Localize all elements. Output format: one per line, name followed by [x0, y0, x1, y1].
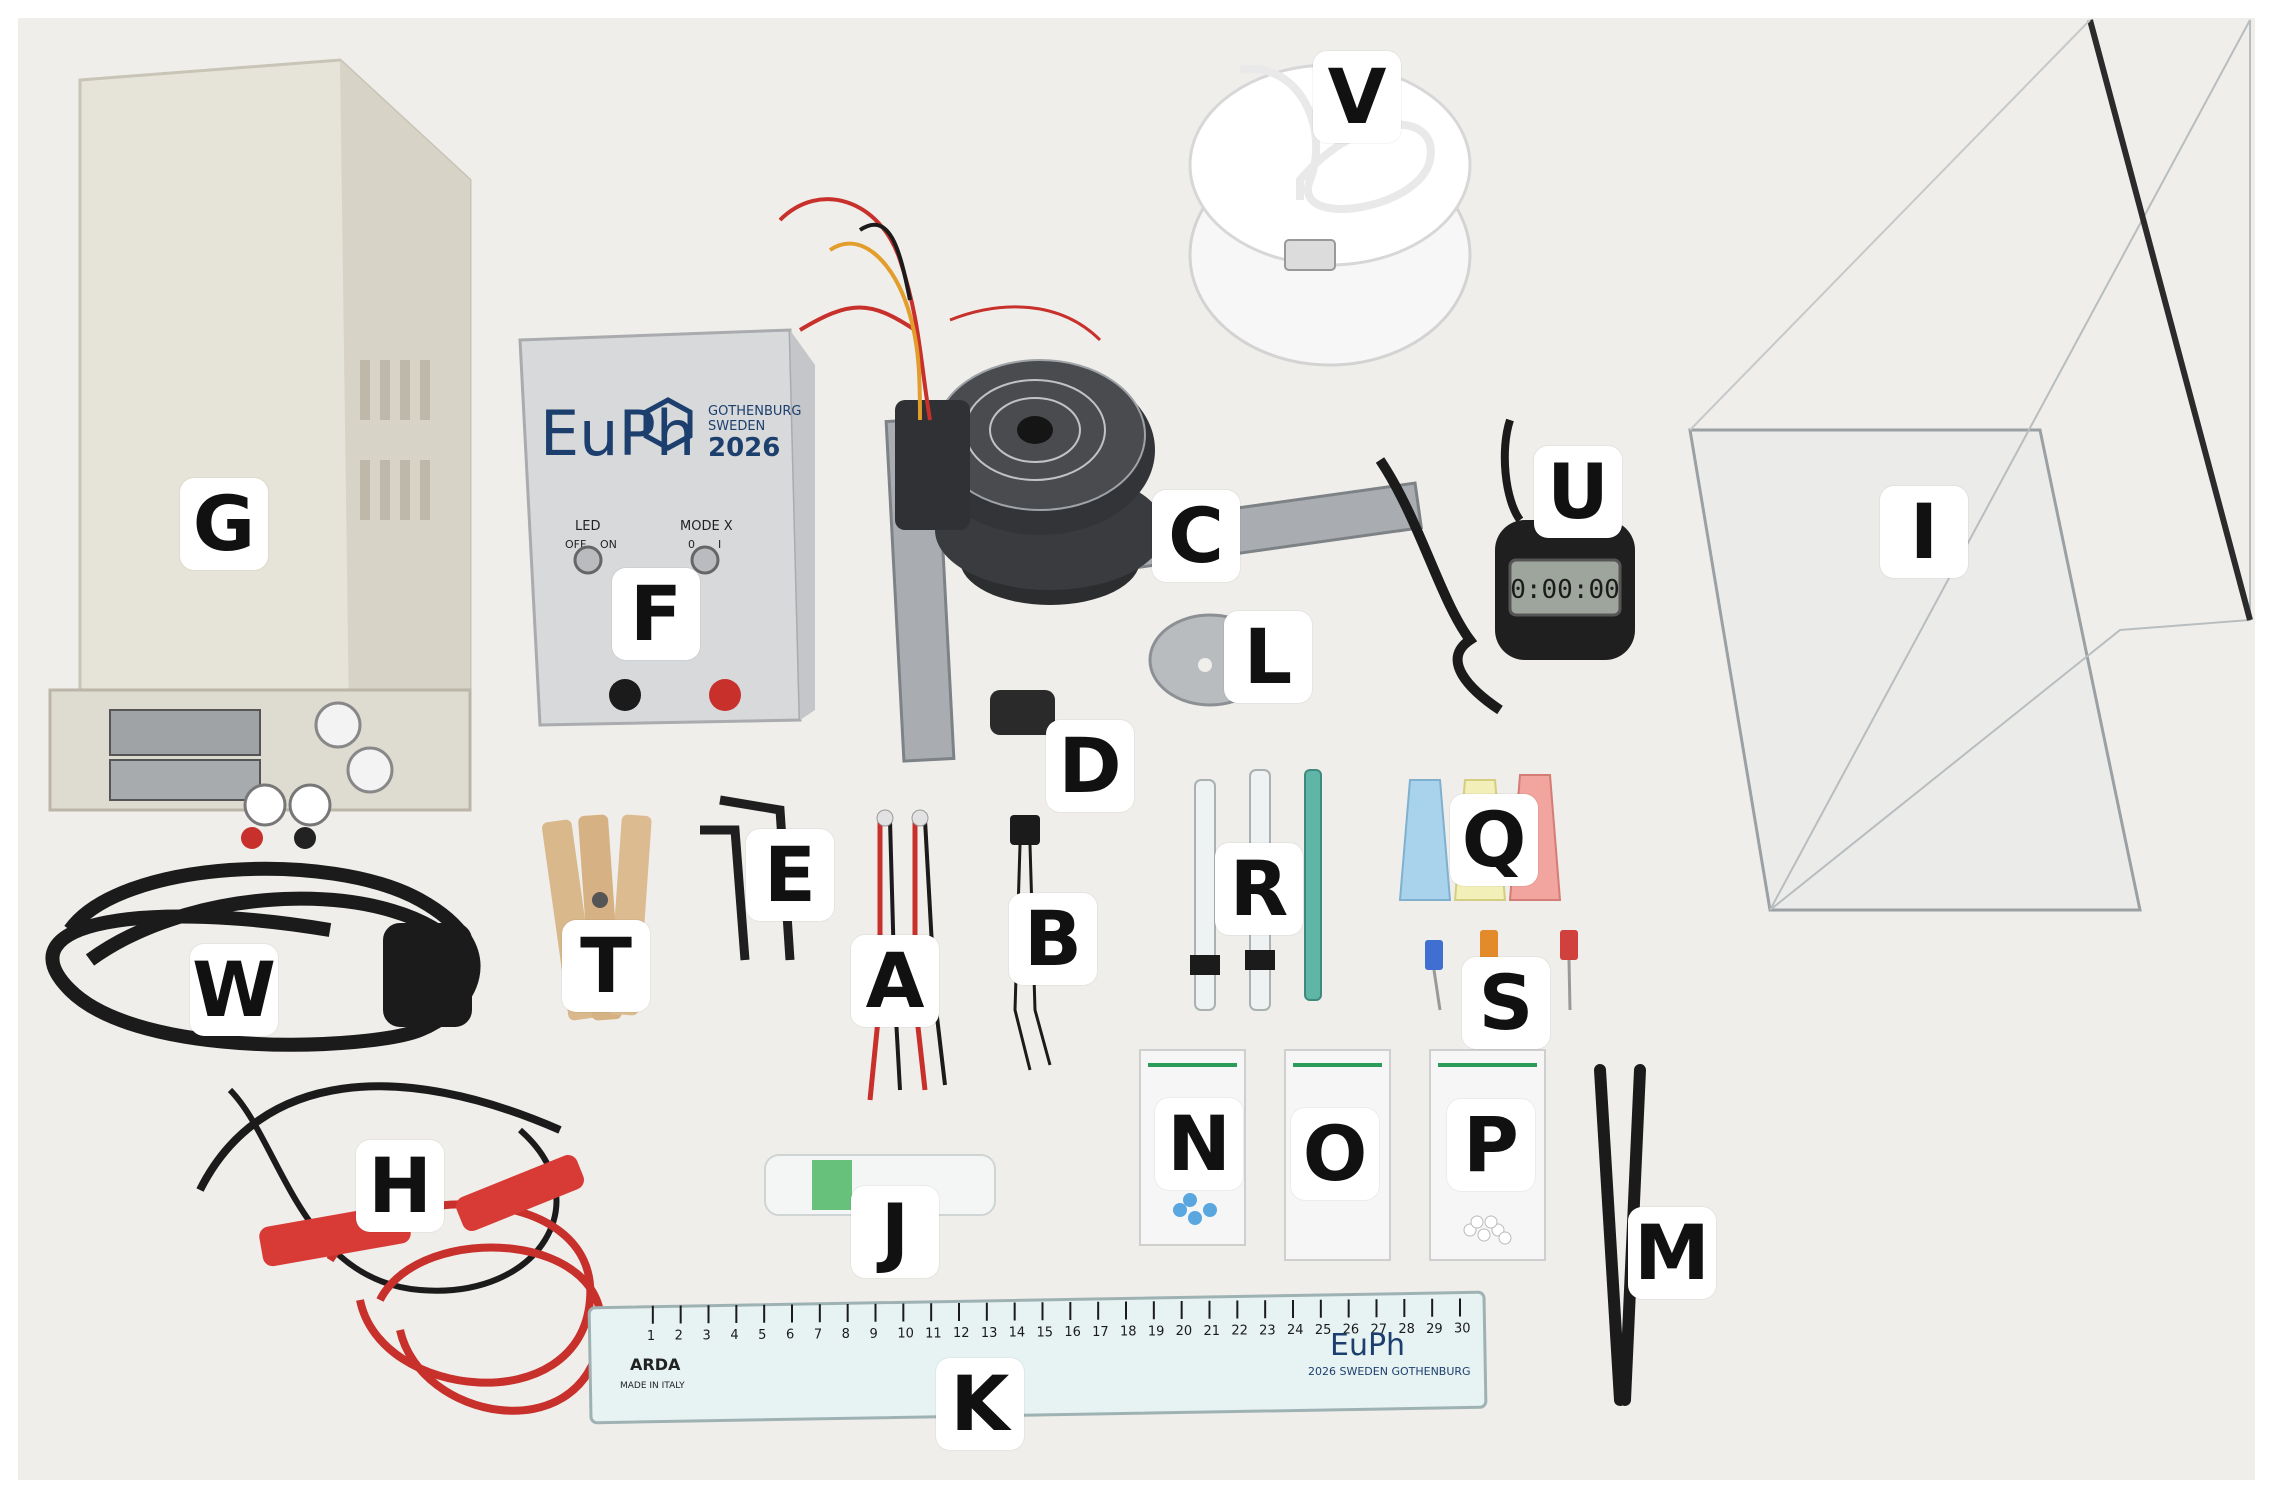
mode-toggle-switch [690, 545, 720, 575]
ruler-tick-label: 16 [1064, 1325, 1081, 1340]
ruler-tick-label: 30 [1454, 1322, 1471, 1337]
label-u: U [1534, 446, 1622, 538]
label-n: N [1155, 1098, 1243, 1190]
ruler-tick-label: 21 [1204, 1324, 1221, 1339]
label-j: J [851, 1186, 939, 1278]
red-socket [709, 679, 741, 711]
power-supply [48, 58, 472, 849]
box-country: SWEDEN [708, 419, 765, 434]
label-e: E [746, 829, 834, 921]
ruler-tick-label: 22 [1231, 1324, 1248, 1339]
ruler-tick-label: 3 [703, 1328, 711, 1343]
ruler-tick-label: 13 [981, 1326, 998, 1341]
ruler-tick-label: 18 [1120, 1325, 1137, 1340]
ruler-tick-label: 1 [647, 1329, 655, 1344]
stopwatch: 0:00:00 [1375, 418, 1635, 715]
ruler-tick-label: 7 [814, 1327, 822, 1342]
ruler-tick-label: 26 [1343, 1323, 1360, 1338]
label-q: Q [1450, 794, 1538, 886]
label-i: I [1880, 486, 1968, 578]
label-a: A [851, 935, 939, 1027]
label-t: T [562, 920, 650, 1012]
ruler-tick-label: 8 [842, 1327, 850, 1342]
ruler-tick-label: 11 [925, 1326, 942, 1341]
led-on-label: ON [600, 538, 617, 551]
mode-0-label: 0 [688, 538, 695, 551]
ruler-tick-label: 9 [870, 1327, 878, 1342]
label-k: K [936, 1358, 1024, 1450]
ruler-tick-label: 14 [1009, 1326, 1026, 1341]
ruler-tick-label: 6 [786, 1328, 794, 1343]
label-b: B [1009, 893, 1097, 985]
label-v: V [1313, 51, 1401, 143]
stopwatch-display: 0:00:00 [1510, 575, 1620, 605]
logo-hexagon [643, 397, 693, 451]
dispensing-needles [1425, 930, 1578, 1011]
label-f: F [612, 568, 700, 660]
label-g: G [180, 478, 268, 570]
label-d: D [1046, 720, 1134, 812]
ruler-tick-label: 2 [675, 1329, 683, 1344]
ruler-tick-label: 24 [1287, 1323, 1304, 1338]
ruler-tick-label: 4 [730, 1328, 738, 1343]
ruler-tick-label: 29 [1426, 1322, 1443, 1337]
power-cable [45, 861, 481, 1052]
box-city: GOTHENBURG [708, 404, 802, 419]
label-w: W [190, 944, 278, 1036]
label-m: M [1628, 1207, 1716, 1299]
usb-plug [1284, 239, 1336, 271]
box-logo: EuPh [540, 397, 695, 470]
label-s: S [1462, 957, 1550, 1049]
label-o: O [1291, 1108, 1379, 1200]
ruler-tick-label: 12 [953, 1326, 970, 1341]
ruler-logo: EuPh [1330, 1328, 1405, 1363]
ruler-tick-label: 27 [1371, 1322, 1388, 1337]
ruler-tick-label: 23 [1259, 1323, 1276, 1338]
ruler-tick-label: 10 [897, 1327, 914, 1342]
label-r: R [1215, 843, 1303, 935]
label-l: L [1224, 611, 1312, 703]
label-p: P [1447, 1099, 1535, 1191]
small-block [990, 690, 1055, 735]
ruler-tick-label: 15 [1037, 1325, 1054, 1340]
ruler-subtitle: 2026 SWEDEN GOTHENBURG [1308, 1365, 1471, 1378]
led-toggle-switch [573, 545, 603, 575]
ruler-tick-label: 20 [1176, 1324, 1193, 1339]
black-socket [609, 679, 641, 711]
label-c: C [1152, 490, 1240, 582]
banana-cables [196, 1082, 606, 1415]
led-label: LED [575, 519, 600, 534]
glass-plate [1688, 19, 2253, 912]
control-box: EuPh GOTHENBURG SWEDEN 2026 LED OFF ON M… [518, 328, 815, 727]
ruler-tick-label: 25 [1315, 1323, 1332, 1338]
ruler-tick-label: 28 [1398, 1322, 1415, 1337]
mode-1-label: I [718, 538, 721, 551]
label-h: H [356, 1140, 444, 1232]
ruler-tick-label: 5 [758, 1328, 766, 1343]
mode-label: MODE X [680, 519, 733, 534]
ruler-tick-label: 19 [1148, 1324, 1165, 1339]
box-year: 2026 [708, 433, 780, 463]
ruler-made-in: MADE IN ITALY [620, 1381, 685, 1391]
ruler-tick-label: 17 [1092, 1325, 1109, 1340]
ruler-brand: ARDA [630, 1355, 681, 1374]
